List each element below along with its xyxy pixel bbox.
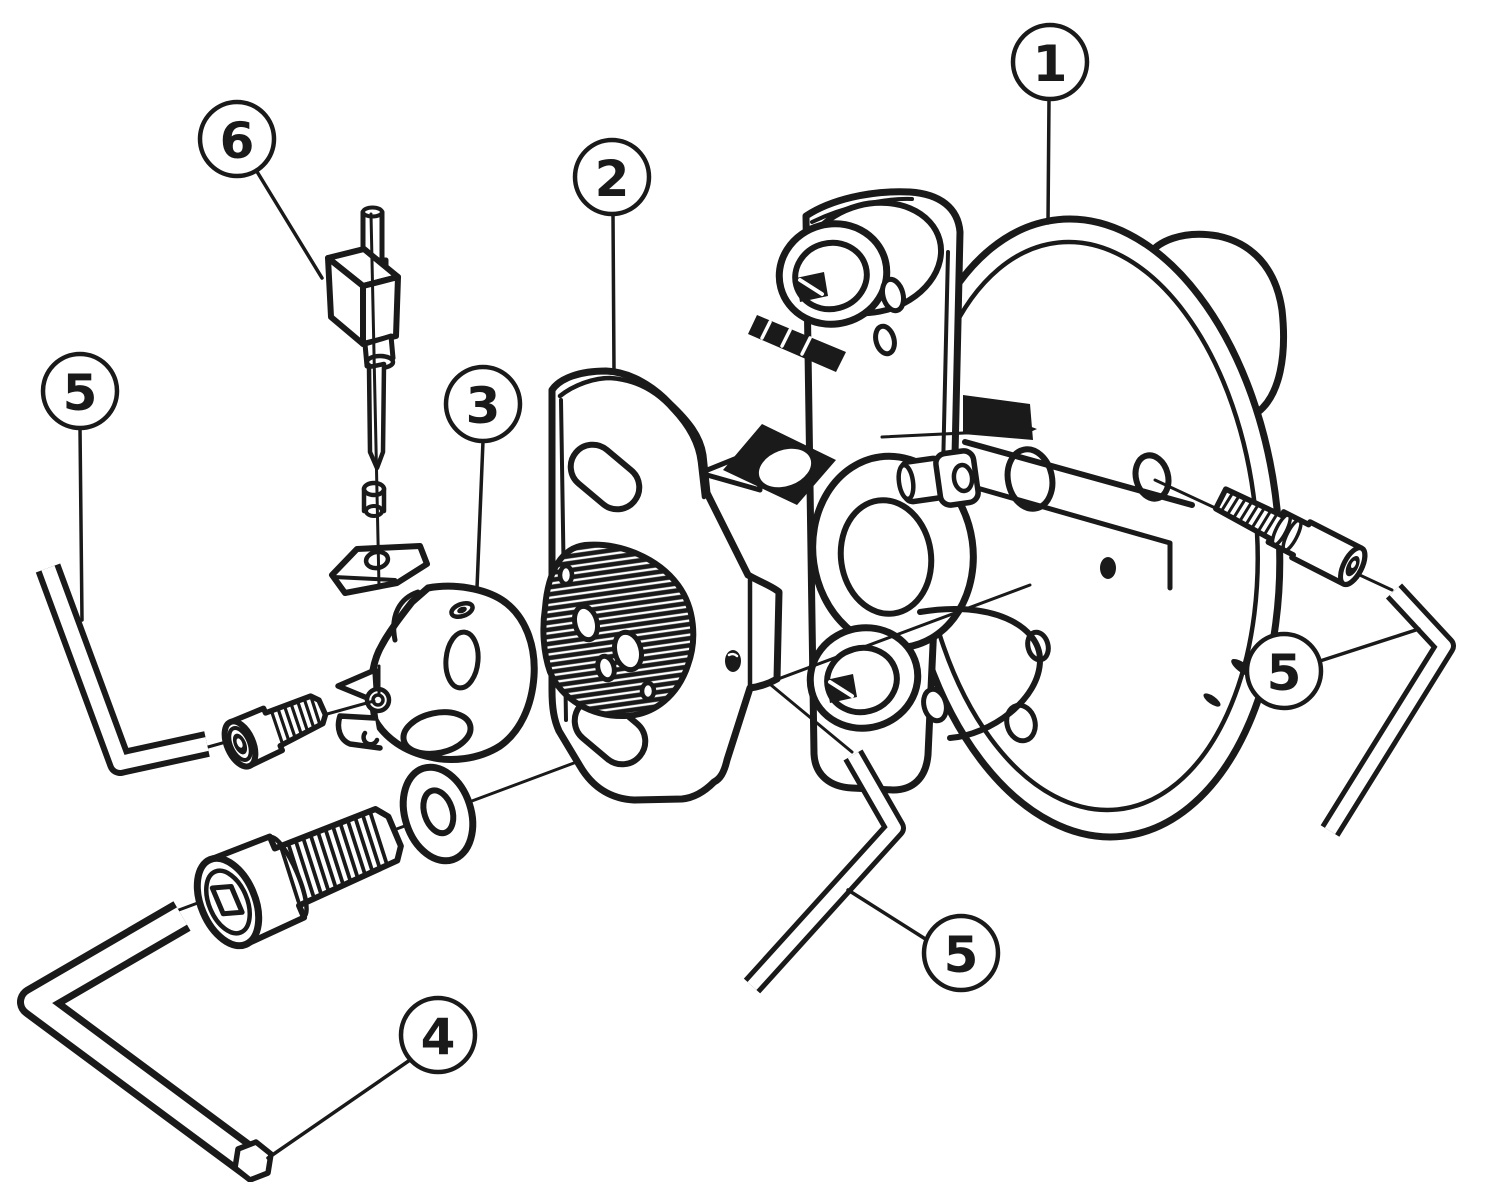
callout-4: 4 bbox=[398, 995, 478, 1075]
callout-4-leader bbox=[266, 1058, 412, 1160]
callout-5-left: 5 bbox=[40, 351, 120, 431]
seat-pocket-dark bbox=[963, 395, 1033, 440]
callout-2-label: 2 bbox=[595, 150, 630, 208]
panel-hole-5 bbox=[557, 563, 575, 587]
part-hex-key-bottom bbox=[743, 749, 906, 994]
serration-slits bbox=[760, 320, 812, 356]
panel-hole-1 bbox=[571, 603, 601, 643]
callout-1-circle bbox=[1010, 22, 1090, 102]
cartridge-curl bbox=[361, 730, 380, 747]
callout-1-label: 1 bbox=[1033, 35, 1068, 93]
callout-5-left-leader bbox=[78, 426, 84, 622]
leader-lines bbox=[78, 97, 1421, 1160]
callout-3-circle bbox=[443, 364, 523, 444]
part-tool-head-body bbox=[697, 188, 1288, 841]
flange-lower-mark bbox=[1100, 557, 1116, 579]
callout-6-circle bbox=[197, 99, 277, 179]
part-serrated-adapter-plate bbox=[540, 367, 783, 804]
callout-1: 1 bbox=[1010, 22, 1090, 102]
callout-2: 2 bbox=[572, 137, 652, 217]
panel-hole-4 bbox=[639, 680, 657, 702]
callout-6-leader bbox=[254, 168, 324, 280]
cartridge-clamp-screw bbox=[221, 693, 329, 770]
callout-2-circle bbox=[572, 137, 652, 217]
callout-5-bottom-circle bbox=[921, 913, 1001, 993]
callout-2-leader bbox=[611, 212, 616, 373]
hex-key-tip bbox=[232, 1139, 274, 1182]
pin-axis bbox=[880, 428, 1028, 439]
cartridge-flange bbox=[335, 713, 383, 751]
seat-groove-top bbox=[962, 439, 1195, 508]
callout-3: 3 bbox=[443, 364, 523, 444]
center-cylinder-bore bbox=[837, 497, 935, 617]
washer bbox=[399, 763, 477, 865]
panel-hole-2 bbox=[612, 629, 644, 673]
callout-5-right-label: 5 bbox=[1267, 644, 1302, 702]
serration-panel bbox=[540, 541, 697, 720]
center-cap-screw bbox=[193, 806, 404, 950]
callout-1-leader bbox=[1046, 97, 1051, 225]
flange-oval-hole bbox=[400, 709, 474, 757]
callout-5-bottom: 5 bbox=[921, 913, 1001, 993]
adjuster-axis-upper bbox=[369, 212, 381, 588]
callout-balloons: 1 2 3 4 5 5 5 6 bbox=[40, 22, 1324, 1075]
center-bolt-axis-right bbox=[744, 583, 1032, 693]
top-clamp-unit bbox=[775, 199, 945, 357]
panel-hole-3 bbox=[595, 653, 617, 683]
plate-slot-top bbox=[567, 441, 643, 513]
grub-screw bbox=[361, 480, 387, 518]
callout-6: 6 bbox=[197, 99, 277, 179]
callout-4-circle bbox=[398, 995, 478, 1075]
side-cap-screw bbox=[1213, 486, 1368, 588]
callout-5-right: 5 bbox=[1244, 631, 1324, 711]
locating-pin bbox=[896, 448, 981, 508]
cartridge-face-oval bbox=[443, 629, 481, 691]
serration-band bbox=[748, 315, 846, 372]
part-hex-key-large bbox=[17, 901, 274, 1182]
seat-groove-bottom bbox=[960, 481, 1173, 591]
callout-5-right-leader bbox=[1318, 627, 1421, 663]
callout-5-left-label: 5 bbox=[63, 364, 98, 422]
flange-mark-b bbox=[1203, 693, 1221, 707]
callout-3-leader bbox=[475, 439, 485, 590]
callout-3-label: 3 bbox=[466, 377, 501, 435]
insert-hole-white bbox=[758, 448, 812, 488]
callout-5-left-circle bbox=[40, 351, 120, 431]
part-hex-key-left bbox=[35, 563, 210, 776]
callout-5-bottom-label: 5 bbox=[944, 926, 979, 984]
callout-4-label: 4 bbox=[421, 1008, 456, 1066]
adjuster-block bbox=[325, 246, 401, 347]
cartridge-notch bbox=[391, 589, 421, 643]
part-cutting-cartridge bbox=[335, 582, 538, 763]
bottom-clamp-unit bbox=[806, 605, 1043, 741]
callout-6-label: 6 bbox=[220, 112, 255, 170]
part-hex-key-right bbox=[1320, 583, 1456, 837]
bolt-hex-socket bbox=[209, 884, 245, 917]
plate-bevel-top bbox=[557, 375, 707, 500]
callout-5-right-circle bbox=[1244, 631, 1324, 711]
callout-5-bottom-leader bbox=[846, 888, 929, 942]
